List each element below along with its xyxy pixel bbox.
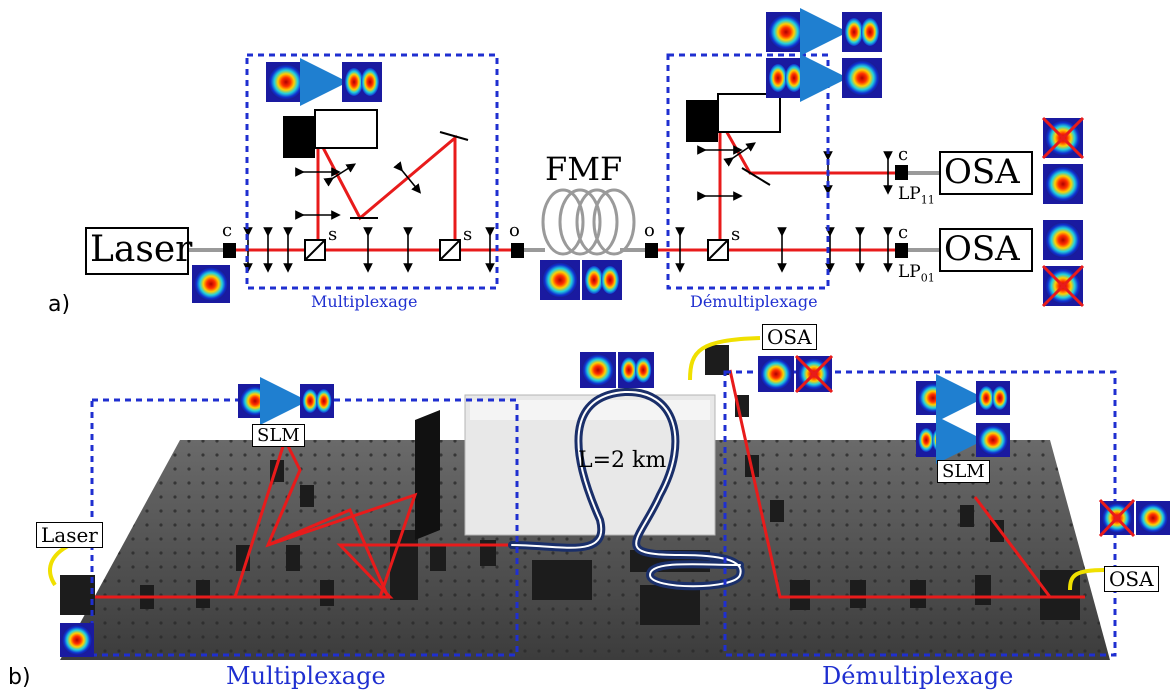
o-label-left: o (509, 220, 520, 241)
slm-a-left (283, 116, 315, 158)
laser-label-b: Laser (36, 522, 103, 548)
connector-c-left (223, 243, 236, 258)
s-label-2: s (463, 224, 473, 245)
fmf-label: FMF (545, 150, 623, 188)
connector-o-right (645, 243, 658, 258)
panel-letter-a: a) (48, 292, 71, 317)
demux-label-b: Démultiplexage (822, 662, 1014, 690)
c-label-bottom-right: c (898, 222, 909, 243)
lp01-label: LP01 (898, 262, 935, 285)
mux-label-a: Multiplexage (311, 292, 418, 311)
slm-label-b-right: SLM (937, 460, 990, 483)
connector-o-left (511, 243, 524, 258)
connector-c-bottom (895, 243, 908, 258)
s-label-3: s (731, 224, 741, 245)
fmf-coil (541, 188, 636, 256)
fiber-length-label: L=2 km (578, 448, 667, 473)
lp11-label: LP11 (898, 184, 935, 207)
laser-label-a: Laser (90, 229, 193, 270)
demux-label-a: Démultiplexage (690, 292, 818, 311)
mux-label-b: Multiplexage (226, 662, 386, 690)
slm-b-left-panel (415, 410, 440, 540)
laser-box-a (85, 227, 189, 275)
fiber-loop-b (508, 387, 745, 591)
slm-a-right (686, 100, 718, 142)
mux-box-a (245, 53, 499, 290)
demux-box-a (666, 53, 830, 290)
osa-label-a-top: OSA (944, 152, 1020, 192)
o-label-right: o (644, 220, 655, 241)
c-label-left: c (222, 220, 233, 241)
s-label-1: s (328, 224, 338, 245)
panel-letter-b: b) (8, 665, 31, 690)
osa-box-a-top (939, 151, 1033, 195)
osa-box-a-bottom (939, 228, 1033, 272)
osa-label-a-bottom: OSA (944, 229, 1020, 269)
c-label-top-right: c (898, 144, 909, 165)
connector-c-top (895, 165, 908, 180)
osa-label-b-top: OSA (762, 324, 817, 350)
osa-label-b-right: OSA (1104, 566, 1159, 592)
slm-label-b-left: SLM (252, 424, 305, 447)
